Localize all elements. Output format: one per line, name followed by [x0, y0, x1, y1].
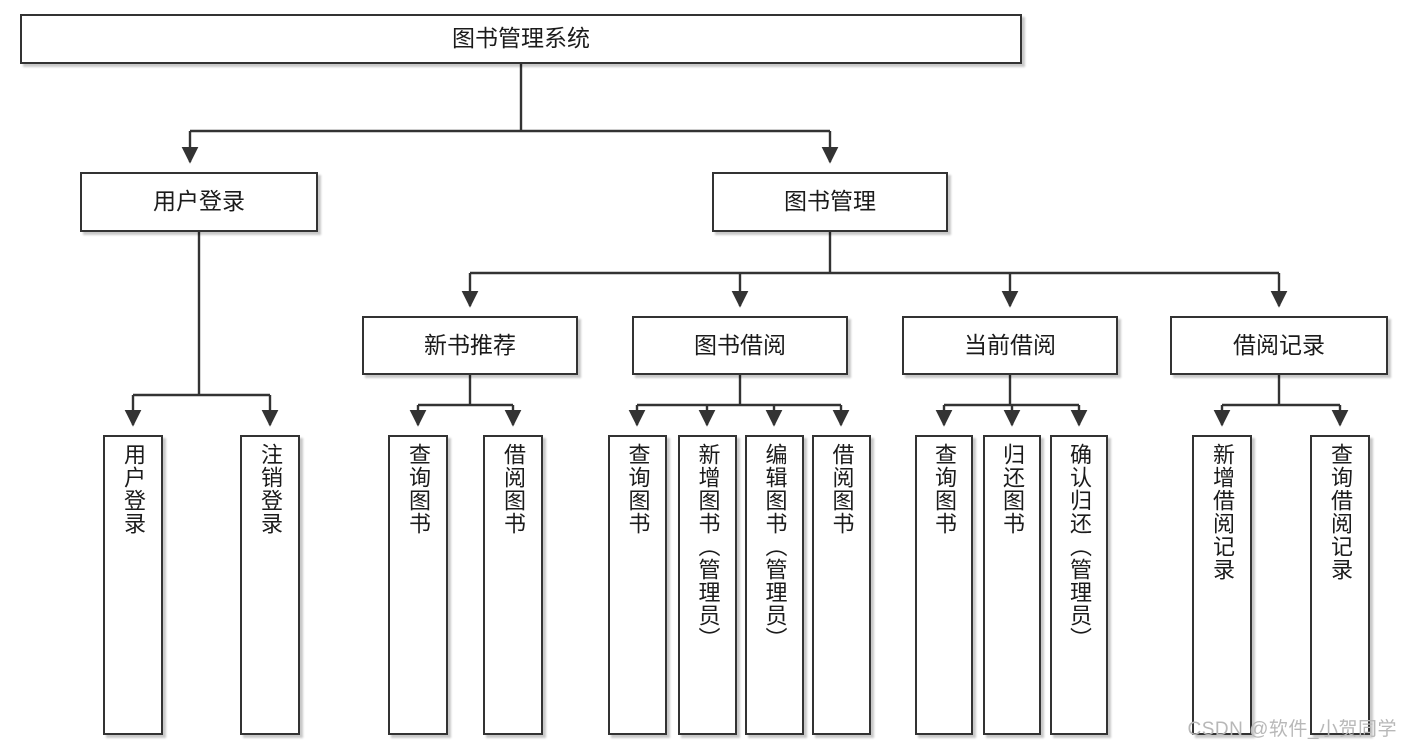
node-book-manage[interactable]: 图书管理 [712, 172, 948, 232]
leaf-borrow-book-2-label: 借阅图书 [829, 443, 855, 535]
leaf-return-book-label: 归还图书 [1000, 443, 1025, 535]
leaf-borrow-book-1-label: 借阅图书 [501, 443, 526, 535]
leaf-add-record-label: 新增借阅记录 [1210, 443, 1235, 581]
leaf-user-login-label: 用户登录 [121, 443, 146, 535]
node-new-book-recommend-label: 新书推荐 [424, 331, 516, 358]
leaf-user-login[interactable]: 用户登录 [103, 435, 163, 735]
leaf-user-logout-label: 注销登录 [258, 443, 283, 535]
leaf-query-record[interactable]: 查询借阅记录 [1310, 435, 1370, 735]
node-root-label: 图书管理系统 [452, 25, 590, 52]
leaf-query-book-3[interactable]: 查询图书 [915, 435, 973, 735]
leaf-edit-book[interactable]: 编辑图书（管理员） [745, 435, 804, 735]
leaf-query-book-2[interactable]: 查询图书 [608, 435, 667, 735]
node-user-login-label: 用户登录 [153, 188, 245, 215]
leaf-user-logout[interactable]: 注销登录 [240, 435, 300, 735]
leaf-query-record-label: 查询借阅记录 [1328, 443, 1353, 581]
leaf-confirm-return[interactable]: 确认归还（管理员） [1050, 435, 1108, 735]
leaf-add-book-label: 新增图书（管理员） [695, 443, 721, 650]
leaf-add-book[interactable]: 新增图书（管理员） [678, 435, 737, 735]
node-current-borrow[interactable]: 当前借阅 [902, 316, 1118, 375]
leaf-query-book-1-label: 查询图书 [406, 443, 431, 535]
leaf-add-record[interactable]: 新增借阅记录 [1192, 435, 1252, 735]
leaf-return-book[interactable]: 归还图书 [983, 435, 1041, 735]
leaf-borrow-book-2[interactable]: 借阅图书 [812, 435, 871, 735]
leaf-query-book-2-label: 查询图书 [625, 443, 651, 535]
node-book-borrow-label: 图书借阅 [694, 331, 786, 358]
node-borrow-record-label: 借阅记录 [1233, 331, 1325, 358]
leaf-borrow-book-1[interactable]: 借阅图书 [483, 435, 543, 735]
leaf-confirm-return-label: 确认归还（管理员） [1067, 443, 1092, 650]
node-borrow-record[interactable]: 借阅记录 [1170, 316, 1388, 375]
node-root[interactable]: 图书管理系统 [20, 14, 1022, 64]
leaf-query-book-3-label: 查询图书 [932, 443, 957, 535]
node-current-borrow-label: 当前借阅 [964, 331, 1056, 358]
leaf-query-book-1[interactable]: 查询图书 [388, 435, 448, 735]
node-book-borrow[interactable]: 图书借阅 [632, 316, 848, 375]
node-new-book-recommend[interactable]: 新书推荐 [362, 316, 578, 375]
leaf-edit-book-label: 编辑图书（管理员） [762, 443, 788, 650]
node-book-manage-label: 图书管理 [784, 188, 876, 215]
node-user-login[interactable]: 用户登录 [80, 172, 318, 232]
